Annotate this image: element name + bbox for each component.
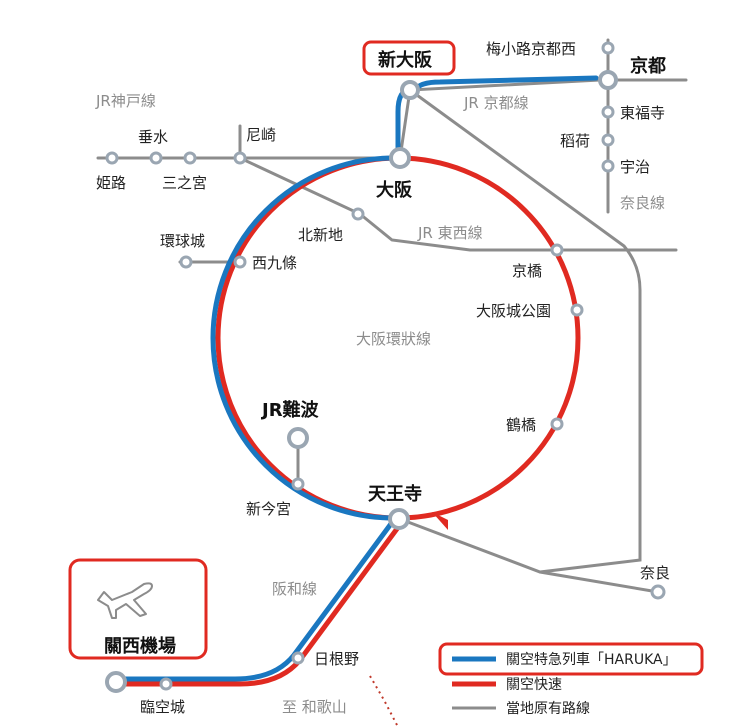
line-label-tozai: JR 東西線 (417, 224, 483, 242)
station-tsuruhashi[interactable] (550, 417, 564, 431)
shin-osaka-highlight (362, 40, 456, 76)
station-himeji[interactable] (105, 151, 119, 165)
station-umekoji[interactable] (601, 41, 615, 55)
rapid-hanwa (115, 519, 405, 687)
label-kitashinchi: 北新地 (298, 226, 343, 244)
label-shin-osaka: 新大阪 (378, 49, 433, 71)
line-label-kobe: JR神戸線 (95, 92, 156, 110)
nara-branch (398, 517, 660, 594)
station-rinku[interactable] (159, 677, 173, 691)
label-kansai-airport: 關西機場 (104, 635, 176, 657)
airport-highlight (68, 558, 208, 660)
label-amagasaki: 尼崎 (246, 126, 276, 144)
station-amagasaki[interactable] (233, 151, 247, 165)
station-kyocera[interactable] (179, 255, 193, 269)
label-uji: 宇治 (620, 158, 650, 176)
legend-haruka-label: 關空特急列車「HARUKA」 (506, 651, 677, 668)
legend-local-label: 當地原有路線 (506, 701, 590, 717)
label-kyocera: 環球城 (160, 232, 205, 250)
legend: 關空特急列車「HARUKA」 關空快速 當地原有路線 (438, 642, 704, 717)
label-sannomiya: 三之宮 (162, 174, 207, 192)
station-jr-namba[interactable] (287, 427, 309, 449)
local-lines (96, 38, 688, 594)
stations (105, 41, 666, 693)
label-osakajokoen: 大阪城公園 (476, 302, 551, 320)
label-shinimamiya: 新今宮 (246, 500, 291, 518)
line-label-nara: 奈良線 (620, 194, 665, 212)
station-osaka[interactable] (389, 147, 411, 169)
label-himeji: 姫路 (96, 174, 126, 192)
label-nishikujo: 西九條 (252, 254, 297, 272)
station-tofukuji[interactable] (601, 105, 615, 119)
label-umekoji: 梅小路京都西 (486, 40, 576, 58)
label-inari: 稻荷 (560, 132, 590, 150)
line-labels: JR神戸線 JR 京都線 奈良線 JR 東西線 大阪環狀線 阪和線 至 和歌山 (95, 92, 665, 716)
station-kyoto[interactable] (598, 70, 618, 90)
station-inari[interactable] (601, 133, 615, 147)
station-tarumi[interactable] (149, 151, 163, 165)
line-label-wakayama: 至 和歌山 (282, 698, 347, 716)
label-tarumi: 垂水 (138, 128, 168, 146)
label-kyobashi: 京橋 (512, 262, 542, 280)
station-kyobashi[interactable] (550, 243, 564, 257)
label-osaka: 大阪 (376, 179, 413, 201)
label-kyoto: 京都 (630, 55, 666, 77)
station-labels: 新大阪 梅小路京都西 京都 東福寺 稻荷 宇治 姫路 垂水 三之宮 尼崎 大阪 … (96, 40, 670, 716)
kyoto-nara-branch (408, 88, 642, 574)
airplane-icon (97, 582, 153, 619)
tozai-line (238, 156, 678, 252)
station-nara[interactable] (650, 584, 666, 600)
station-kitashinchi[interactable] (351, 207, 365, 221)
label-tofukuji: 東福寺 (620, 104, 665, 122)
station-nishikujo[interactable] (233, 255, 247, 269)
label-nara: 奈良 (640, 564, 670, 582)
station-sannomiya[interactable] (183, 151, 197, 165)
station-shin-osaka[interactable] (400, 80, 420, 100)
station-shinimamiya[interactable] (291, 477, 305, 491)
airport-box[interactable]: 關西機場 (68, 558, 208, 660)
label-tsuruhashi: 鶴橋 (506, 416, 536, 434)
station-kansai-airport[interactable] (105, 671, 127, 693)
line-label-kyoto: JR 京都線 (463, 94, 529, 112)
label-hineno: 日根野 (314, 650, 359, 668)
line-label-loop: 大阪環狀線 (356, 330, 431, 348)
line-label-hanwa: 阪和線 (272, 580, 317, 598)
wakayama-dotted (369, 675, 399, 727)
loop-direction-arrow (432, 512, 448, 530)
label-tennoji: 天王寺 (368, 484, 422, 505)
legend-haruka-highlight (438, 642, 704, 676)
station-hineno[interactable] (291, 651, 305, 665)
label-jr-namba: JR難波 (260, 399, 320, 421)
station-tennoji[interactable] (388, 508, 410, 530)
station-osakajokoen[interactable] (570, 303, 584, 317)
label-rinku: 臨空城 (140, 698, 185, 716)
legend-rapid-label: 關空快速 (506, 677, 562, 693)
haruka-loop-segment (210, 155, 396, 521)
station-uji[interactable] (601, 159, 615, 173)
